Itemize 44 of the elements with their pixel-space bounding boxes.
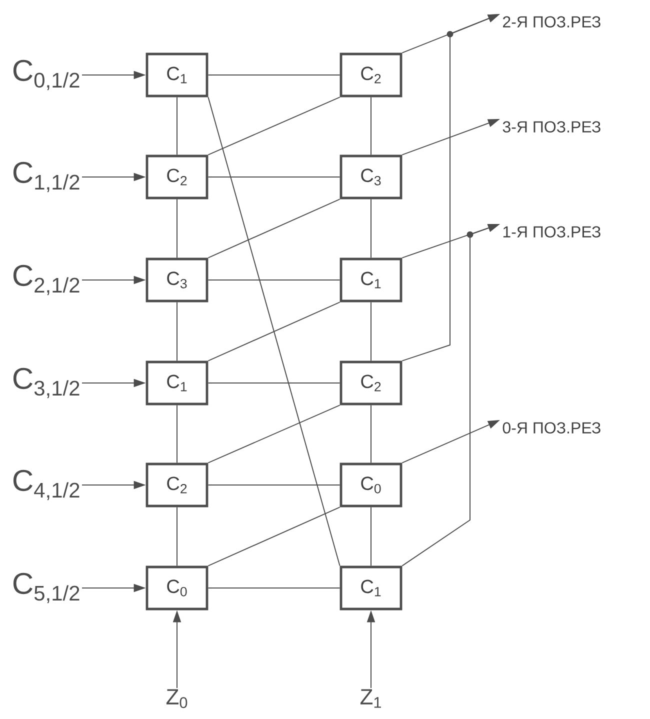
input-label: C$_{2,1/2}$ [13, 264, 80, 296]
connector-line [176, 198, 178, 258]
connector-line [370, 506, 372, 566]
connector-line [208, 96, 340, 566]
connector-line [208, 302, 340, 362]
output-label: 3-Я ПОЗ.РЕЗ [502, 121, 600, 133]
connector-line [208, 176, 340, 178]
input-label: C$_{4,1/2}$ [13, 470, 80, 500]
output-label: 0-Я ПОЗ.РЕЗ [502, 422, 600, 434]
connector-line [208, 484, 340, 486]
logic-box: C$_{0}$ [340, 462, 402, 508]
logic-box: C$_{2}$ [340, 52, 402, 98]
connector-line [370, 198, 372, 258]
connector-line [208, 382, 340, 384]
input-label: C$_{1,1/2}$ [13, 162, 80, 192]
connector-line [370, 404, 372, 464]
logic-box: C$_{3}$ [340, 154, 402, 200]
logic-box: C$_{1}$ [146, 360, 208, 406]
input-label: C$_{5,1/2}$ [13, 572, 80, 604]
connector-line [370, 96, 372, 156]
connector-line [208, 96, 340, 156]
connector-line [176, 404, 178, 464]
logic-box: C$_{1}$ [146, 52, 208, 98]
output-label: 2-Я ПОЗ.РЕЗ [503, 16, 600, 28]
connector-line [208, 506, 340, 566]
connector-line [176, 96, 178, 156]
connector-line [208, 74, 340, 76]
logic-box: C$_{0}$ [146, 566, 208, 610]
control-label: Z$_{0}$ [166, 689, 188, 708]
connector-line [176, 506, 178, 566]
logic-box: C$_{1}$ [340, 258, 402, 302]
logic-box: C$_{2}$ [146, 154, 208, 200]
output-label: 1-Я ПОЗ.РЕЗ [503, 226, 600, 238]
logic-box: C$_{2}$ [340, 360, 402, 406]
input-label: C$_{3,1/2}$ [13, 368, 80, 398]
logic-box: C$_{3}$ [146, 258, 208, 302]
connector-line [208, 198, 340, 258]
connector-line [370, 302, 372, 362]
connector-line [176, 302, 178, 362]
control-label: Z$_{1}$ [360, 689, 381, 708]
connector-line [208, 404, 340, 464]
logic-box: C$_{2}$ [146, 462, 208, 508]
input-label: C$_{0,1/2}$ [13, 60, 80, 90]
logic-box: C$_{1}$ [340, 566, 402, 610]
